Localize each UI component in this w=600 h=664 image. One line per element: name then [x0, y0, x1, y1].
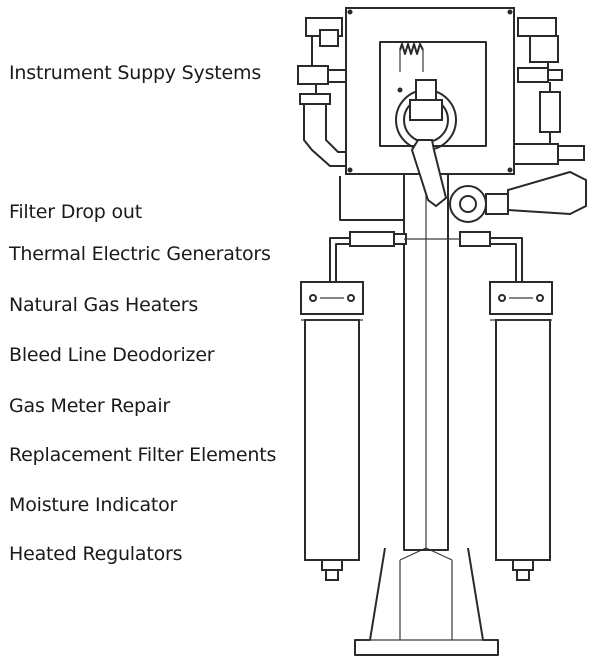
base-stand [354, 547, 499, 656]
label-instrument-supply-systems: Instrument Suppy Systems [9, 62, 262, 84]
regulator-pipe [410, 139, 587, 223]
label-replacement-filter-elements: Replacement Filter Elements [9, 444, 277, 466]
filter-tubing [329, 176, 523, 282]
label-moisture-indicator: Moisture Indicator [9, 494, 178, 516]
label-heated-regulators: Heated Regulators [9, 543, 183, 565]
left-fittings [297, 17, 347, 167]
label-gas-meter-repair: Gas Meter Repair [9, 395, 171, 417]
left-filter [300, 281, 364, 581]
right-filter [489, 281, 553, 581]
label-thermal-electric-generators: Thermal Electric Generators [9, 243, 271, 265]
support-column [403, 171, 449, 551]
label-natural-gas-heaters: Natural Gas Heaters [9, 294, 199, 316]
label-filter-drop-out: Filter Drop out [9, 201, 142, 223]
right-fittings [513, 17, 585, 165]
label-bleed-line-deodorizer: Bleed Line Deodorizer [9, 344, 215, 366]
